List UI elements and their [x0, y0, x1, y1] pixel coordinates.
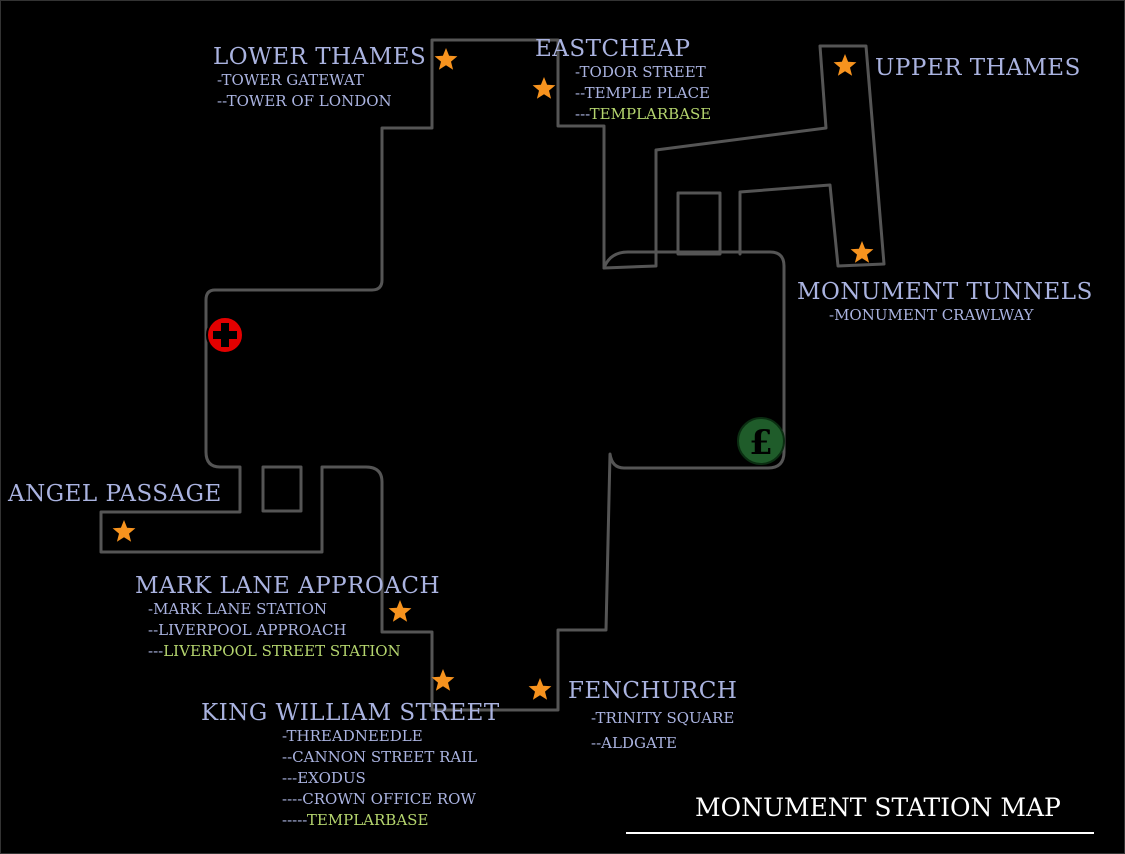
title-underline — [626, 832, 1094, 834]
region-sub: --TEMPLE PLACE — [575, 84, 710, 102]
star-icon[interactable] — [434, 48, 458, 70]
region-sub: --ALDGATE — [591, 734, 677, 752]
region-sub: -MARK LANE STATION — [148, 600, 327, 618]
pound-symbol: £ — [749, 423, 773, 463]
region-sub: -TODOR STREET — [575, 63, 706, 81]
region-eastcheap: EASTCHEAP -TODOR STREET --TEMPLE PLACE -… — [535, 36, 711, 125]
region-sub: --TOWER OF LONDON — [217, 92, 392, 110]
star-icon[interactable] — [112, 520, 136, 542]
region-name: ANGEL PASSAGE — [8, 481, 222, 507]
red-cross-icon[interactable] — [206, 316, 244, 354]
region-sub: -TOWER GATEWAT — [217, 71, 364, 89]
region-lower-thames: LOWER THAMES -TOWER GATEWAT --TOWER OF L… — [213, 44, 426, 112]
region-name: EASTCHEAP — [535, 36, 691, 62]
star-icon[interactable] — [833, 54, 857, 76]
region-fenchurch: FENCHURCH -TRINITY SQUARE --ALDGATE — [568, 678, 737, 756]
region-sub-highlight: -----TEMPLARBASE — [282, 811, 429, 829]
region-sub-highlight: ---LIVERPOOL STREET STATION — [148, 642, 401, 660]
region-sub: ----CROWN OFFICE ROW — [282, 790, 476, 808]
region-sub: -TRINITY SQUARE — [591, 709, 735, 727]
region-name: UPPER THAMES — [875, 55, 1081, 81]
region-sub: --CANNON STREET RAIL — [282, 748, 478, 766]
main-hall-wall — [99, 38, 786, 712]
region-name: KING WILLIAM STREET — [201, 700, 500, 726]
region-upper-thames: UPPER THAMES — [875, 55, 1081, 81]
star-icon[interactable] — [528, 678, 552, 700]
pound-sign-icon[interactable]: £ — [737, 417, 785, 465]
region-sub: -THREADNEEDLE — [282, 727, 423, 745]
region-sub: -MONUMENT CRAWLWAY — [829, 306, 1034, 324]
region-name: FENCHURCH — [568, 678, 738, 704]
pillar — [261, 465, 303, 513]
star-icon[interactable] — [431, 669, 455, 691]
region-sub: ---EXODUS — [282, 769, 366, 787]
map-title: MONUMENT STATION MAP — [695, 793, 1061, 822]
star-icon[interactable] — [850, 241, 874, 263]
upper-thames-corridor-wall — [602, 44, 886, 270]
region-name: LOWER THAMES — [213, 44, 427, 70]
region-sub-highlight: ---TEMPLARBASE — [575, 105, 712, 123]
region-name: MARK LANE APPROACH — [135, 573, 441, 599]
region-mark-lane-approach: MARK LANE APPROACH -MARK LANE STATION --… — [135, 573, 440, 662]
region-angel-passage: ANGEL PASSAGE — [8, 481, 222, 507]
region-sub: --LIVERPOOL APPROACH — [148, 621, 347, 639]
region-monument-tunnels: MONUMENT TUNNELS -MONUMENT CRAWLWAY — [797, 279, 1093, 326]
pillar — [676, 191, 722, 256]
region-king-william-street: KING WILLIAM STREET -THREADNEEDLE --CANN… — [201, 700, 500, 831]
region-name: MONUMENT TUNNELS — [797, 279, 1093, 305]
